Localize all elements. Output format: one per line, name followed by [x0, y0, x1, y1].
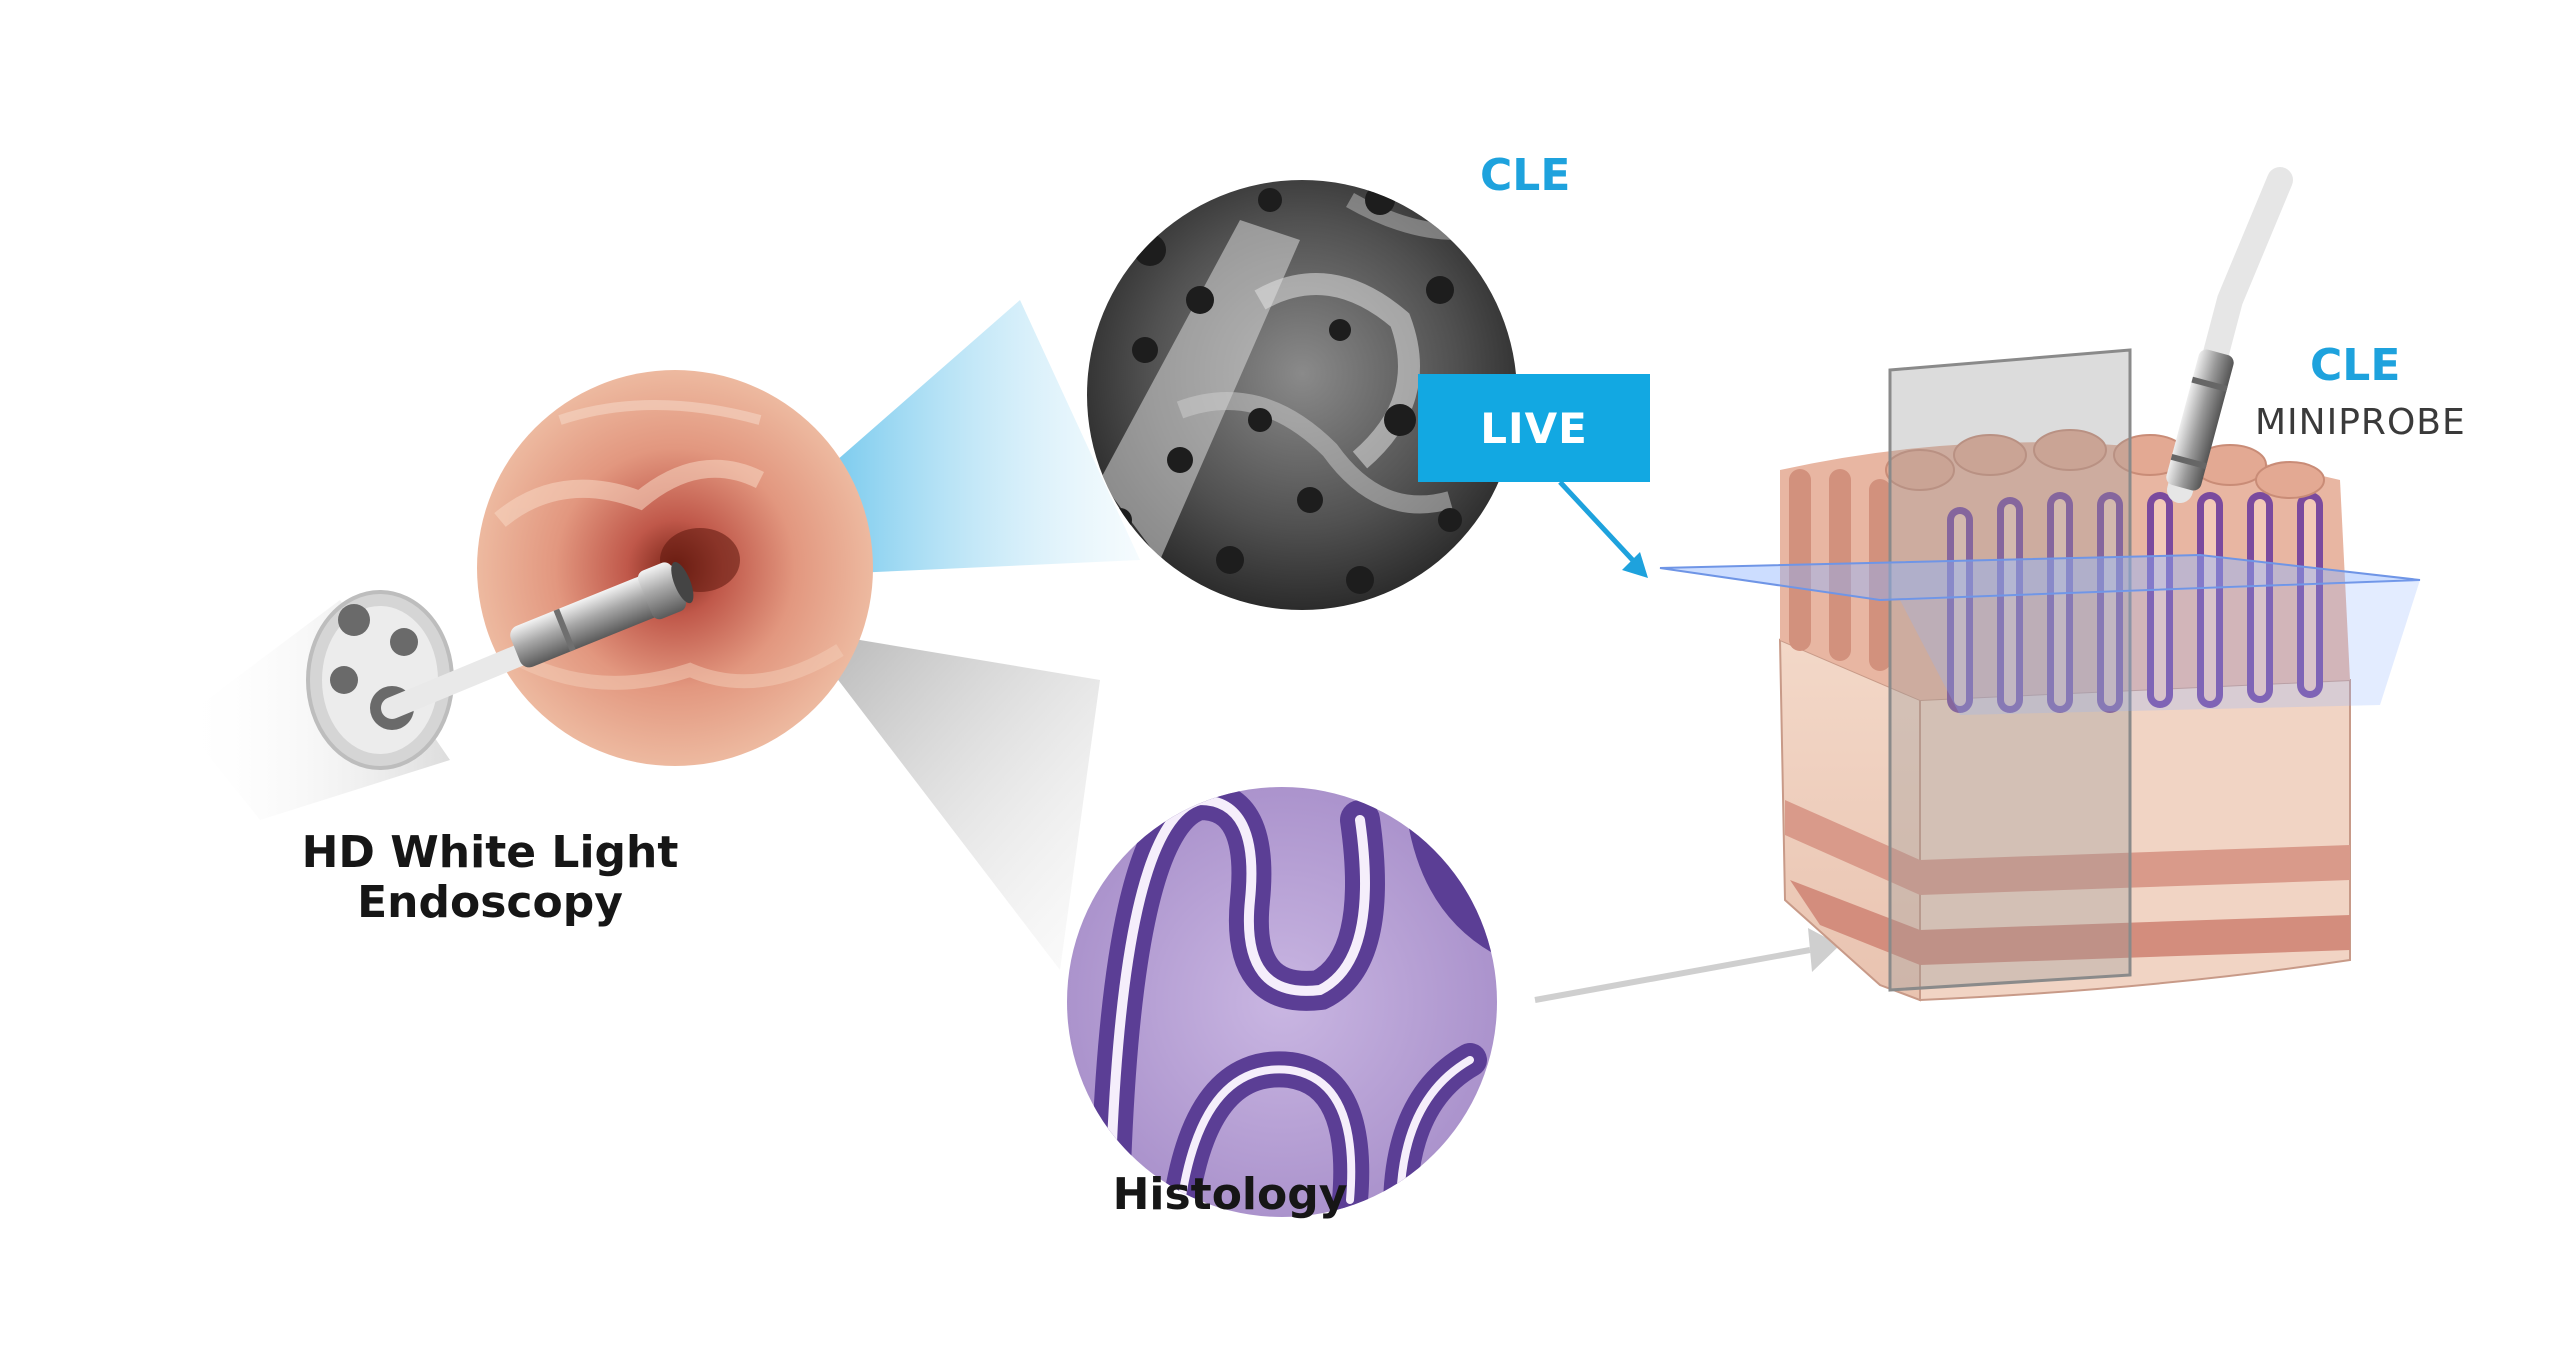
live-arrow: [1558, 480, 1648, 578]
cle-image: [1087, 180, 1517, 610]
miniprobe-label: MINIPROBE: [2255, 402, 2466, 443]
histology-label: Histology: [1112, 1169, 1348, 1220]
wle-label-line2: Endoscopy: [357, 877, 623, 928]
endoscope: [180, 561, 694, 820]
cle-miniprobe: [2166, 167, 2293, 503]
wle-label: HD White Light Endoscopy: [260, 828, 720, 928]
live-badge: LIVE: [1418, 374, 1650, 482]
tissue-block-illustration: [1659, 348, 2421, 1002]
cle-probe-label: CLE: [2310, 340, 2401, 391]
gray-light-beam: [800, 630, 1100, 970]
histology-image: [1067, 787, 1497, 1217]
wle-label-line1: HD White Light: [301, 827, 679, 878]
live-text: LIVE: [1480, 403, 1588, 453]
histology-arrow: [1534, 928, 1840, 1003]
cle-label: CLE: [1480, 150, 1571, 201]
